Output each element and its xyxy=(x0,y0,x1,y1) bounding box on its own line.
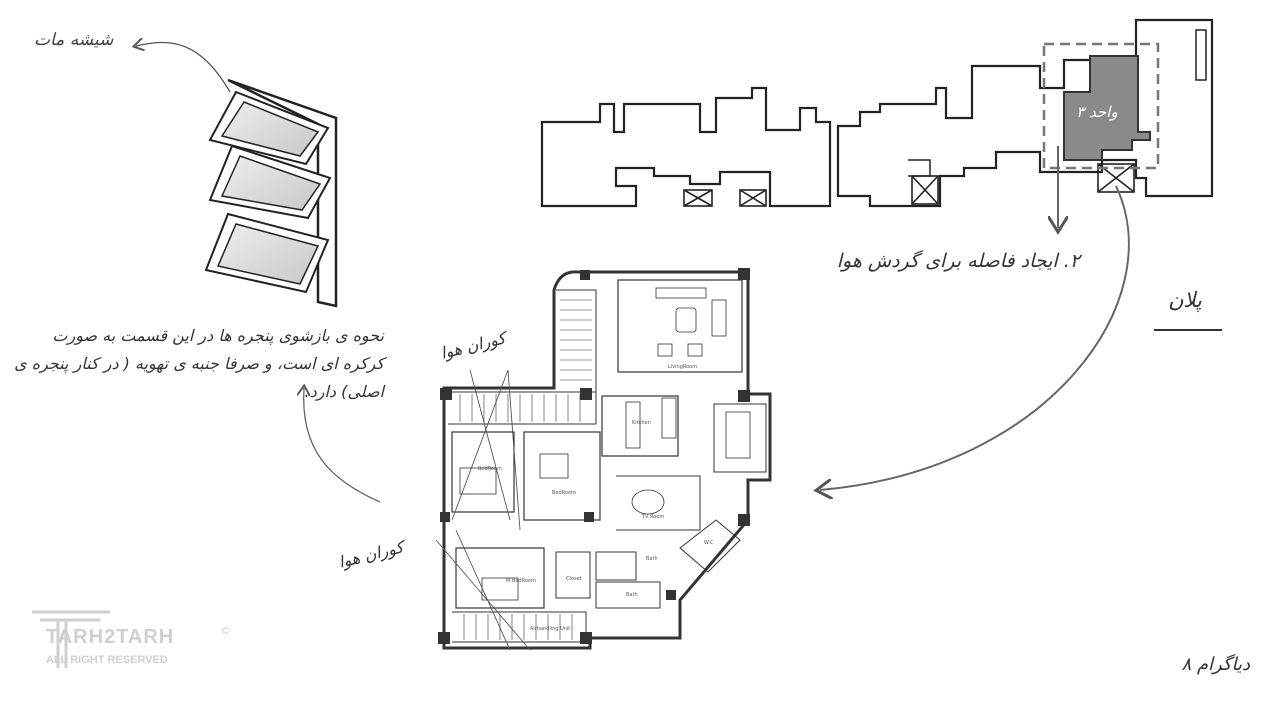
plan-label: پلان xyxy=(1168,288,1202,312)
diagram-number: دیاگرام ۸ xyxy=(1181,654,1250,675)
louvre-pane-2 xyxy=(208,144,332,220)
floor-plan xyxy=(435,268,772,651)
site-plan-outline xyxy=(540,18,1214,208)
unit-3-label: واحد ۳ xyxy=(1076,103,1118,121)
room-label-master: M.BedRoom xyxy=(506,578,536,584)
room-label-bedroom-1: BedRoom xyxy=(478,466,502,472)
note-arrow xyxy=(304,388,381,503)
room-label-airhandling: Airhandling Unit xyxy=(530,626,571,632)
logo-name: TARH2TARH xyxy=(46,626,175,648)
room-label-bath-2: Bath xyxy=(626,592,638,598)
louvre-window-sketch xyxy=(204,78,338,308)
logo-mark xyxy=(32,610,110,668)
frosted-glass-arrow xyxy=(136,42,231,93)
room-label-wc: W.C xyxy=(704,540,714,546)
room-label-kitchen: Kitchen xyxy=(632,420,651,426)
room-label-bath-1: Bath xyxy=(646,556,658,562)
copyright-mark: © xyxy=(220,624,231,637)
window-note: نحوه ی بازشوی پنجره ها در این قسمت به صو… xyxy=(14,326,384,401)
plan-curve-arrow xyxy=(820,185,1130,490)
unit-3-highlight xyxy=(1063,55,1151,161)
unit-3-dashed-boundary xyxy=(1042,42,1160,170)
air-gap-label: ۲. ایجاد فاصله برای گردش هوا xyxy=(836,250,1080,272)
frosted-glass-label: شیشه مات xyxy=(34,30,114,50)
room-label-living: LivingRoom xyxy=(668,364,698,370)
shaft-marks xyxy=(683,163,1135,207)
room-label-bedroom-2: BedRoom xyxy=(552,490,576,496)
louvre-pane-1 xyxy=(208,90,330,166)
room-label-tv: TV Room xyxy=(642,514,665,520)
louvre-pane-3 xyxy=(204,212,330,294)
room-label-closet: Closet xyxy=(566,576,582,582)
logo-subtitle: ALL RIGHT RESERVED xyxy=(46,654,168,666)
